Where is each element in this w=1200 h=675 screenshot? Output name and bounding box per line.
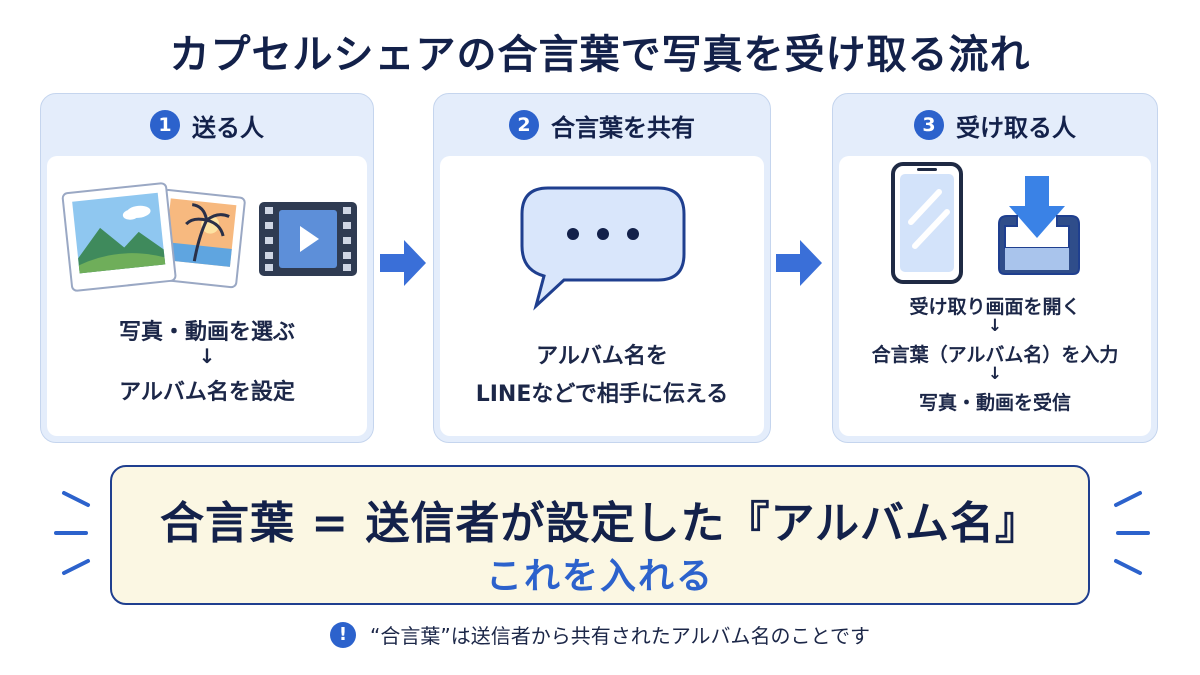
step-text-line: LINEなどで相手に伝える	[475, 382, 729, 407]
smartphone-icon	[891, 162, 963, 284]
step-text-line: 合言葉（アルバム名）を入力	[871, 344, 1119, 366]
step-text-line: 写真・動画を選ぶ	[118, 320, 295, 345]
step-body: アルバム名を LINEなどで相手に伝える	[440, 156, 764, 436]
step-header: 1 送る人	[41, 94, 373, 156]
exclamation-icon: !	[330, 621, 357, 648]
page-title: カプセルシェアの合言葉で写真を受け取る流れ	[169, 32, 1031, 78]
step-number-badge: 2	[509, 110, 539, 140]
banner-main-text: 合言葉 = 送信者が設定した『アルバム名』	[159, 498, 1041, 549]
step-text-arrow: ↓	[987, 316, 1003, 336]
photos-icon	[61, 182, 246, 292]
key-point-banner: 合言葉 = 送信者が設定した『アルバム名』 これを入れる	[110, 465, 1090, 605]
step-text-line: 受け取り画面を開く	[909, 296, 1081, 318]
step-text-line: アルバム名を設定	[119, 380, 295, 405]
step-number-badge: 3	[914, 110, 944, 140]
step-card-share: 2 合言葉を共有 アルバム名を LINEなどで相手に伝える	[433, 93, 771, 443]
step-label: 送る人	[192, 113, 264, 142]
step-text-arrow: ↓	[198, 344, 216, 368]
step-card-receiver: 3 受け取る人 受け取り画面を開く ↓ 合言葉（アルバム名）を入力 ↓ 写真・動…	[832, 93, 1158, 443]
step-body: 写真・動画を選ぶ ↓ アルバム名を設定	[47, 156, 367, 436]
step-header: 2 合言葉を共有	[434, 94, 770, 156]
step-body: 受け取り画面を開く ↓ 合言葉（アルバム名）を入力 ↓ 写真・動画を受信	[839, 156, 1151, 436]
right-arrow-icon	[776, 240, 822, 286]
step-text-line: アルバム名を	[536, 344, 668, 369]
emphasis-rays-left	[54, 491, 90, 575]
emphasis-rays-right	[1114, 491, 1150, 575]
footnote-text: “合言葉”は送信者から共有されたアルバム名のことです	[370, 624, 870, 648]
footnote: ! “合言葉”は送信者から共有されたアルバム名のことです	[0, 620, 1200, 649]
right-arrow-icon	[380, 240, 426, 286]
chat-bubble-icon	[520, 186, 686, 311]
step-label: 受け取る人	[956, 113, 1076, 142]
step-card-sender: 1 送る人	[40, 93, 374, 443]
video-icon	[259, 202, 357, 276]
step-text-arrow: ↓	[987, 364, 1003, 384]
step-text-line: 写真・動画を受信	[918, 392, 1071, 414]
banner-sub-text: これを入れる	[485, 556, 714, 597]
download-tray-icon	[998, 176, 1080, 275]
step-label: 合言葉を共有	[551, 113, 695, 142]
step-number-badge: 1	[150, 110, 180, 140]
step-header: 3 受け取る人	[833, 94, 1157, 156]
